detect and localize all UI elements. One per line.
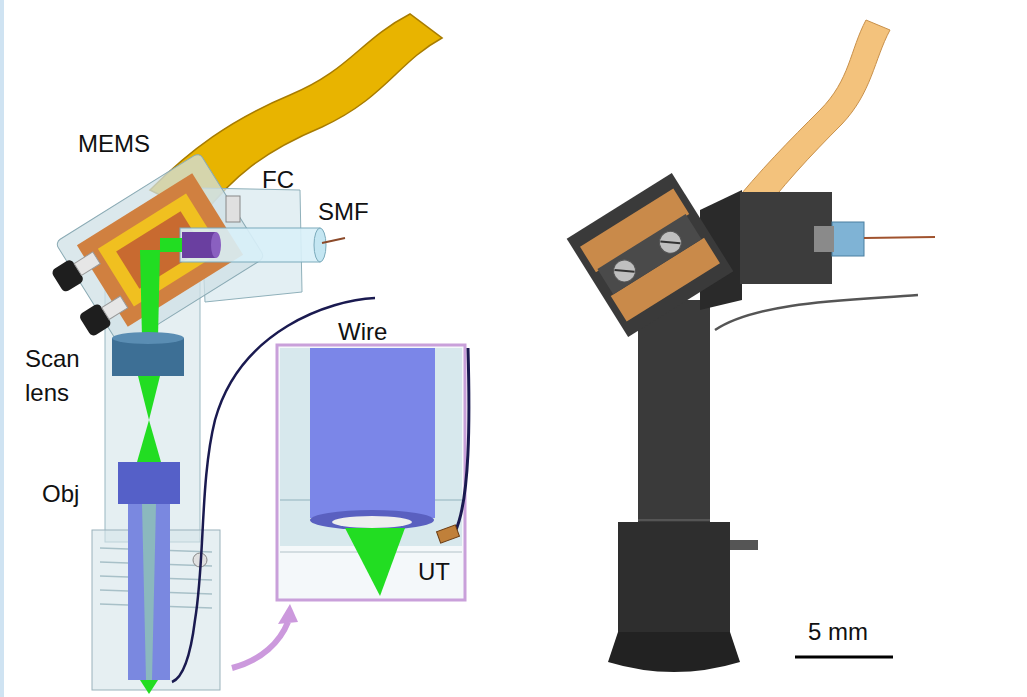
set-screw — [730, 540, 758, 550]
fiber-connector — [832, 222, 864, 256]
illustration-part — [314, 228, 326, 262]
objective-lens — [118, 462, 180, 504]
collimator-lens — [182, 232, 216, 258]
illustration-part — [102, 296, 128, 320]
illustration-part — [609, 256, 639, 286]
page-edge — [0, 0, 4, 697]
scale-bar — [795, 656, 893, 659]
laser-beam — [140, 250, 160, 338]
ut-wire — [715, 295, 918, 330]
laser-beam — [138, 376, 160, 420]
part-name: SMF — [318, 198, 369, 226]
laser-beam — [140, 680, 158, 694]
right-probe-render — [567, 20, 935, 672]
illustration-part — [74, 252, 100, 276]
laser-cone — [345, 528, 405, 596]
single-mode-fiber — [322, 238, 345, 243]
inset-detail — [277, 345, 469, 600]
illustration-part — [277, 345, 465, 600]
ultrasound-transducer — [437, 525, 460, 543]
laser-beam — [142, 504, 156, 680]
part-name: FC — [262, 166, 294, 194]
illustration-part — [211, 232, 221, 258]
probe-column — [638, 300, 710, 525]
bottom-housing — [618, 522, 730, 632]
illustration-part — [615, 262, 635, 281]
mems-mount — [567, 173, 734, 337]
zoom-arrow — [232, 622, 288, 668]
part-name: Wire — [338, 318, 387, 346]
zoom-arrowhead — [278, 604, 298, 624]
illustration-part — [597, 214, 701, 295]
illustration-part — [567, 173, 734, 337]
illustration-part — [310, 510, 434, 530]
illustration-part — [638, 519, 710, 521]
illustration-part — [112, 332, 184, 344]
part-name: Obj — [42, 480, 79, 508]
illustration-part — [655, 227, 685, 257]
laser-beam — [137, 420, 161, 462]
part-name: UT — [418, 558, 450, 586]
part-name: Scan lens — [25, 342, 89, 410]
objective-barrel — [128, 504, 170, 680]
part-name: MEMS — [78, 130, 150, 158]
base-flare — [608, 632, 740, 672]
single-mode-fiber — [864, 237, 935, 238]
illustration-part — [332, 516, 412, 528]
ferrule — [814, 226, 834, 252]
illustration-part — [310, 348, 435, 518]
set-screw — [226, 196, 240, 222]
scale-label: 5 mm — [808, 618, 868, 646]
fiber-collimator-tube — [180, 228, 320, 262]
ut-wire — [455, 348, 469, 532]
illustration-part — [660, 233, 680, 252]
laser-beam — [160, 238, 182, 252]
illustration-part — [280, 348, 462, 546]
